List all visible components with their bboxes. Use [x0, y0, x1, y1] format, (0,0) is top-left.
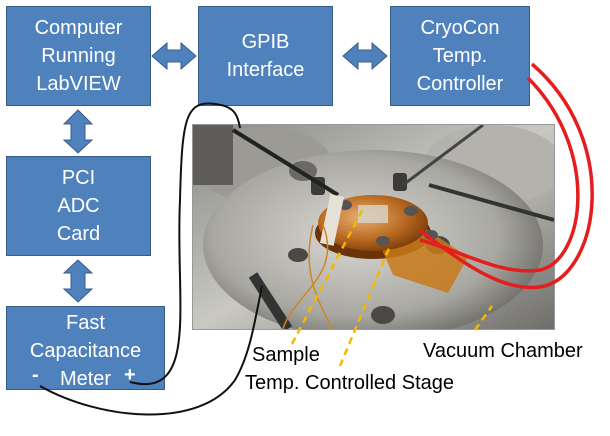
cryocon-label: CryoCon Temp. Controller [416, 17, 504, 95]
computer-adc-arrow [62, 109, 94, 154]
cryocon-box: CryoCon Temp. Controller [390, 6, 530, 106]
adc-box: PCI ADC Card [6, 156, 151, 256]
gpib-box: GPIB Interface [198, 6, 333, 106]
adc-capacitance-arrow [62, 259, 94, 303]
computer-label: Computer Running LabVIEW [34, 17, 123, 95]
chamber-label: Vacuum Chamber [423, 340, 583, 362]
computer-box: Computer Running LabVIEW [6, 6, 151, 106]
stage-label: Temp. Controlled Stage [245, 372, 455, 394]
plus-terminal: + [124, 364, 136, 386]
capacitance-box: Fast Capacitance Meter [6, 306, 165, 390]
minus-terminal: - [32, 364, 39, 386]
apparatus-photo [192, 124, 555, 330]
computer-gpib-arrow [151, 41, 197, 71]
gpib-cryocon-arrow [342, 41, 388, 71]
sample-label: Sample [252, 344, 320, 366]
gpib-label: GPIB Interface [226, 31, 305, 81]
adc-label: PCI ADC Card [56, 167, 101, 245]
